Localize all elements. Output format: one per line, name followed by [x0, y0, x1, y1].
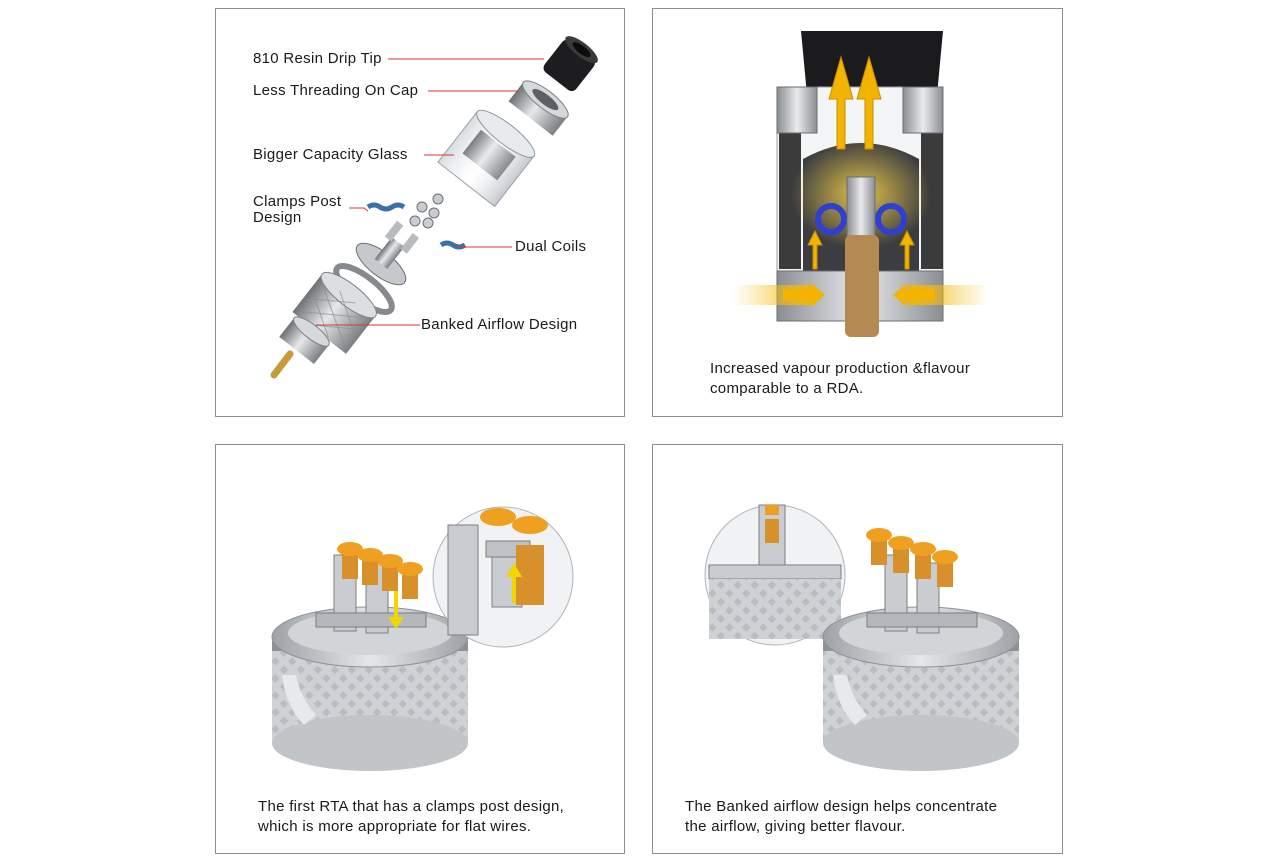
- clamps-post-panel: The first RTA that has a clamps post des…: [215, 444, 625, 854]
- connector-pin: [845, 235, 879, 337]
- callout-lines: [316, 58, 544, 326]
- coil-left: [815, 203, 847, 235]
- cutaway-airflow-illustration: [733, 31, 989, 337]
- zoom-detail: [704, 504, 846, 646]
- clamp-arrow-down: [388, 591, 404, 629]
- deck-base: [822, 606, 1020, 771]
- clamp-posts: [866, 554, 978, 634]
- screw-2: [357, 548, 383, 585]
- drip-tip-part: [543, 36, 598, 92]
- banked-airflow-illustration: [704, 504, 1020, 771]
- post-screws: [866, 528, 958, 587]
- airflow-slot: [833, 675, 867, 725]
- screw-3: [910, 542, 936, 579]
- clamps-deck-illustration: [271, 506, 574, 771]
- banked-caption-line2: the airflow, giving better flavour.: [685, 818, 906, 835]
- intake-arrows: [783, 283, 935, 307]
- clamps-caption-line2: which is more appropriate for flat wires…: [258, 818, 532, 835]
- zoom-detail: [432, 506, 574, 648]
- clamps-caption: The first RTA that has a clamps post des…: [258, 797, 564, 837]
- connector-pin-part: [270, 350, 294, 379]
- vapour-arrows: [807, 55, 915, 270]
- glass-wall-right: [921, 129, 943, 269]
- coil-left-part: [366, 202, 406, 212]
- post-screws: [337, 542, 423, 599]
- banked-airflow-panel: The Banked airflow design helps concentr…: [652, 444, 1063, 854]
- bottom-base-part: [279, 316, 330, 365]
- clamp-arrow-up: [506, 563, 522, 603]
- banked-caption-line1: The Banked airflow design helps concentr…: [685, 798, 998, 815]
- label-airflow: Banked Airflow Design: [421, 316, 578, 333]
- label-clamps-line2: Design: [253, 209, 302, 226]
- label-glass: Bigger Capacity Glass: [253, 146, 408, 163]
- cutaway-panel: Increased vapour production &flavour com…: [652, 8, 1063, 417]
- exploded-view-panel: 810 Resin Drip Tip Less Threading On Cap…: [215, 8, 625, 417]
- screw-4: [397, 562, 423, 599]
- cutaway-caption-line2: comparable to a RDA.: [710, 380, 864, 397]
- clamps-caption-line1: The first RTA that has a clamps post des…: [258, 798, 565, 815]
- screw-1: [337, 542, 363, 579]
- label-coils: Dual Coils: [515, 238, 587, 255]
- knurled-base-part: [292, 271, 377, 354]
- callout-line-clamps: [349, 207, 369, 212]
- screw-2: [888, 536, 914, 573]
- glass-wall-left: [779, 129, 801, 269]
- airflow-slot: [282, 675, 316, 725]
- screw-3: [377, 554, 403, 591]
- label-drip-tip: 810 Resin Drip Tip: [253, 50, 382, 67]
- screw-1: [866, 528, 892, 565]
- screws-part: [409, 193, 444, 229]
- top-cap-part: [508, 80, 569, 136]
- coil-right-part: [439, 240, 467, 250]
- cap-right-section: [902, 86, 944, 134]
- coil-right: [875, 203, 907, 235]
- deck-part: [355, 220, 420, 286]
- exploded-atomizer-illustration: [270, 36, 598, 379]
- cutaway-caption-line1: Increased vapour production &flavour: [710, 360, 971, 377]
- label-clamps-line1: Clamps Post: [253, 193, 342, 210]
- screw-4: [932, 550, 958, 587]
- banked-caption: The Banked airflow design helps concentr…: [685, 797, 997, 837]
- cap-left-section: [776, 86, 818, 134]
- cutaway-caption: Increased vapour production &flavour com…: [710, 359, 970, 399]
- label-threading: Less Threading On Cap: [253, 82, 419, 99]
- glass-tank-part: [437, 109, 536, 208]
